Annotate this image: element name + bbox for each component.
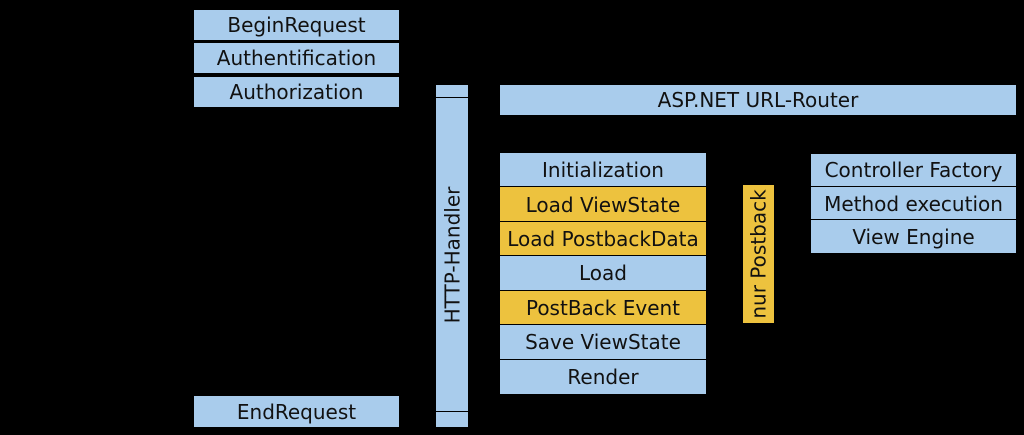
- lifecycle-row-render: Render: [499, 358, 707, 395]
- http-handler-body: HTTP-Handler: [435, 97, 469, 413]
- nur-postback-marker: nur Postback: [742, 184, 775, 324]
- mvc-stack: Controller Factory Method execution View…: [810, 153, 1017, 255]
- begin-request-label: BeginRequest: [227, 13, 366, 37]
- lifecycle-label: Save ViewState: [525, 330, 681, 355]
- page-lifecycle-stack: Initialization Load ViewState Load Postb…: [499, 152, 707, 395]
- authorization-box: Authorization: [193, 76, 400, 108]
- authorization-label: Authorization: [229, 80, 364, 104]
- lifecycle-label: PostBack Event: [525, 295, 681, 320]
- http-handler-label: HTTP-Handler: [440, 186, 464, 324]
- url-router-label: ASP.NET URL-Router: [657, 88, 859, 112]
- lifecycle-row-initialization: Initialization: [499, 152, 707, 189]
- end-request-label: EndRequest: [236, 399, 357, 424]
- http-handler-bottom-segment: [435, 411, 469, 428]
- mvc-label: Controller Factory: [824, 158, 1003, 183]
- mvc-label: Method execution: [824, 191, 1003, 216]
- lifecycle-row-postback-event: PostBack Event: [499, 289, 707, 327]
- url-router-box: ASP.NET URL-Router: [499, 84, 1017, 116]
- end-request-box: EndRequest: [193, 395, 400, 428]
- mvc-label: View Engine: [852, 224, 975, 249]
- authentification-box: Authentification: [193, 42, 400, 74]
- lifecycle-row-load-viewstate: Load ViewState: [499, 186, 707, 223]
- lifecycle-label: Load PostbackData: [507, 227, 699, 251]
- lifecycle-row-save-viewstate: Save ViewState: [499, 324, 707, 361]
- lifecycle-label: Load: [579, 261, 627, 286]
- mvc-row-controller-factory: Controller Factory: [810, 153, 1017, 188]
- mvc-row-view-engine: View Engine: [810, 219, 1017, 255]
- lifecycle-label: Load ViewState: [525, 192, 681, 217]
- http-handler-bar: HTTP-Handler: [435, 84, 469, 428]
- lifecycle-label: Initialization: [542, 158, 664, 183]
- begin-request-box: BeginRequest: [193, 9, 400, 41]
- mvc-row-method-execution: Method execution: [810, 186, 1017, 221]
- lifecycle-row-load: Load: [499, 255, 707, 292]
- nur-postback-label: nur Postback: [746, 189, 771, 319]
- authentification-label: Authentification: [216, 46, 377, 70]
- lifecycle-label: Render: [567, 364, 639, 389]
- lifecycle-row-load-postbackdata: Load PostbackData: [499, 220, 707, 258]
